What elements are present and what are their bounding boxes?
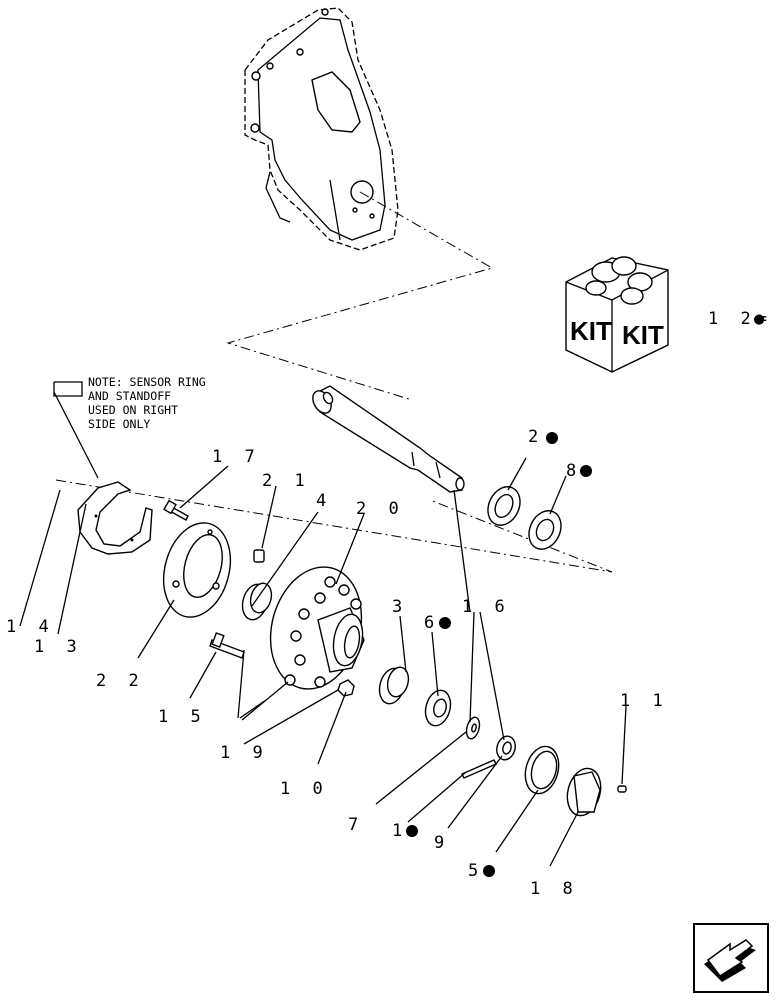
bullet-icon-5 (483, 865, 495, 877)
callout-21: 2 1 (262, 471, 311, 491)
kit-callout-12: 1 2= (708, 309, 773, 329)
castle-nut-part-9 (496, 735, 516, 761)
sensor-ring-part-13 (77, 481, 153, 555)
housing-frame (244, 7, 399, 251)
callout-8: 8 (566, 461, 582, 481)
kit-bullet-icon: ● (754, 309, 770, 329)
callout-13: 1 3 (34, 637, 83, 657)
next-page-button[interactable] (693, 923, 769, 993)
kit-box-icon: KIT KIT (565, 256, 669, 373)
bullet-icon-1 (406, 825, 418, 837)
callout-3: 3 (392, 597, 408, 617)
kit-bullets (406, 432, 592, 877)
seal-part-2 (487, 486, 521, 526)
note-line-3: USED ON RIGHT (88, 403, 178, 417)
gasket-part-5 (524, 745, 560, 795)
callout-19: 1 9 (220, 743, 269, 763)
callout-20: 2 0 (356, 499, 405, 519)
callout-11: 1 1 (620, 691, 669, 711)
spindle-part-16 (312, 385, 465, 493)
callout-15: 1 5 (158, 707, 207, 727)
bullet-icon-6 (439, 617, 451, 629)
callout-10: 1 0 (280, 779, 329, 799)
sensor-ring-note: NOTE: SENSOR RING AND STANDOFF USED ON R… (88, 375, 206, 431)
screw-part-11 (617, 785, 627, 793)
callout-9: 9 (434, 833, 450, 853)
callout-14: 1 4 (6, 617, 55, 637)
kit-box-left-label: KIT (570, 316, 612, 346)
washer-part-7 (465, 716, 481, 740)
standoff-part-21 (253, 549, 265, 563)
stud-part-15 (209, 632, 245, 659)
callout-1: 1 (392, 821, 408, 841)
bearing-cup-part-3 (378, 666, 410, 705)
callout-18: 1 8 (530, 879, 579, 899)
kit-box-right-label: KIT (622, 320, 664, 350)
bearing-cup-part-4 (241, 582, 273, 621)
callout-4: 4 (316, 491, 332, 511)
hub-part-20 (269, 566, 365, 690)
hub-cap-part-18 (566, 767, 602, 817)
callout-22: 2 2 (96, 671, 145, 691)
cotter-pin-part-1 (461, 759, 497, 779)
callout-16: 1 6 (462, 597, 511, 617)
callout-2: 2 (528, 427, 544, 447)
leader-lines (19, 381, 627, 867)
note-line-2: AND STANDOFF (88, 389, 171, 403)
bearing-cone-part-6 (424, 689, 452, 727)
bearing-cone-part-8 (528, 510, 562, 550)
callout-17: 1 7 (212, 447, 261, 467)
callout-labels: 1 7 2 1 4 2 0 3 6 1 6 2 8 1 4 1 3 2 2 1 … (6, 427, 669, 899)
bolt-part-17 (163, 499, 189, 521)
note-line-4: SIDE ONLY (88, 417, 150, 431)
callout-7: 7 (348, 815, 364, 835)
sensor-plate-part-22 (162, 522, 232, 618)
callout-5: 5 (468, 861, 484, 881)
bullet-icon-8 (580, 465, 592, 477)
note-line-1: NOTE: SENSOR RING (88, 375, 206, 389)
next-page-arrow-icon (704, 939, 756, 982)
bullet-icon-2 (546, 432, 558, 444)
callout-6: 6 (424, 613, 440, 633)
